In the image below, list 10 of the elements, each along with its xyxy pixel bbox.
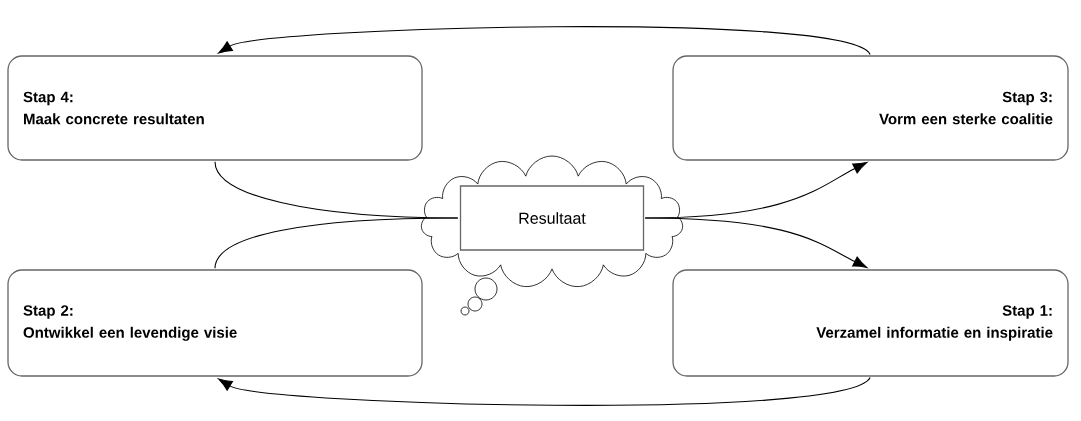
thought-cloud — [421, 155, 683, 316]
arrow — [644, 217, 868, 268]
arrow — [218, 377, 871, 406]
step-box: Stap 2: Ontwikkel een levendige visie — [7, 269, 423, 377]
step-box: Stap 1: Verzamel informatie en inspiratie — [672, 269, 1069, 377]
step-box: Stap 3: Vorm een sterke coalitie — [672, 55, 1069, 161]
connector-line — [214, 161, 459, 219]
result-box: Resultaat — [459, 185, 645, 251]
arrow — [218, 26, 871, 55]
step-box: Stap 4: Maak concrete resultaten — [7, 55, 423, 161]
